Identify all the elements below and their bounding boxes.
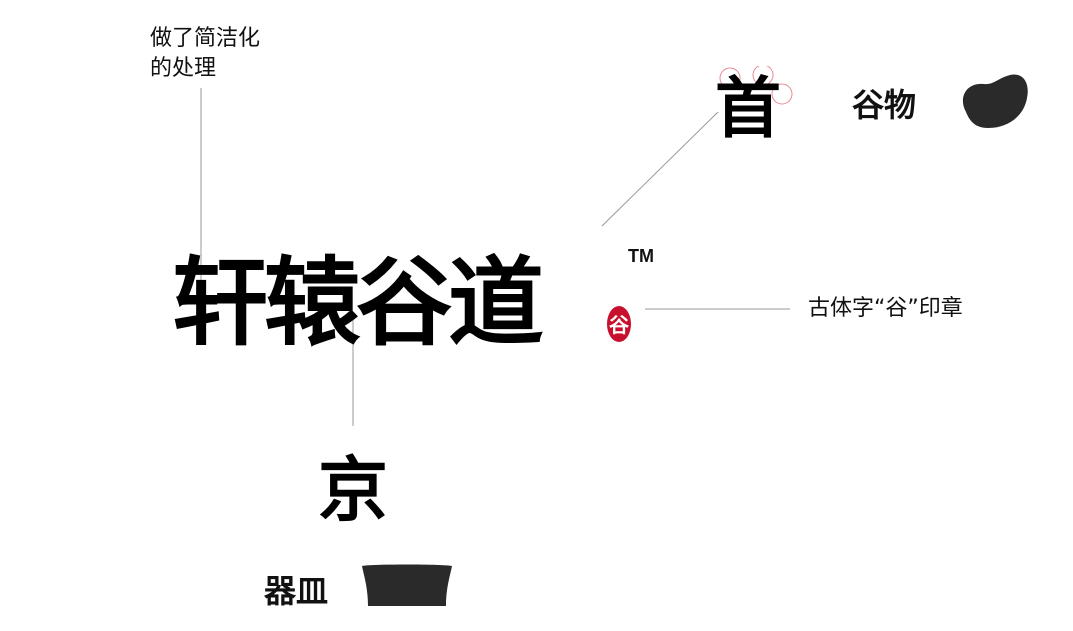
- brand-logo: 轩辕谷道: [172, 247, 544, 359]
- grain-glyph: 首: [715, 70, 781, 147]
- grain-label: 谷物: [852, 86, 917, 124]
- seal-glyph: 谷: [609, 313, 630, 337]
- bean-icon: [958, 72, 1030, 134]
- vessel-icon: [360, 562, 454, 614]
- annotation-seal: 古体字“谷”印章: [808, 296, 963, 321]
- annotation-simplified: 做了简洁化 的处理: [150, 24, 260, 84]
- seal-icon: 谷: [606, 305, 632, 343]
- annotation-simplified-line2: 的处理: [150, 56, 217, 81]
- vessel-label: 器皿: [264, 572, 329, 610]
- grain-glyph-detail: 首: [708, 64, 798, 147]
- trademark-symbol: TM: [628, 246, 654, 266]
- vessel-glyph: 京: [318, 449, 388, 531]
- annotation-simplified-line1: 做了简洁化: [150, 26, 261, 51]
